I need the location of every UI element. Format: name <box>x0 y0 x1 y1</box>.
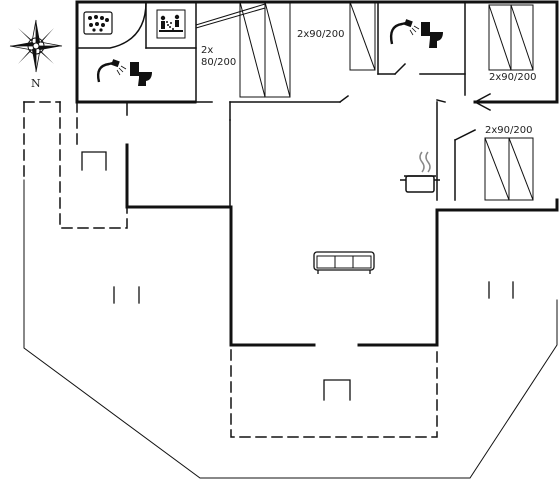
compass-north-label: N <box>31 77 41 90</box>
toilet-icon <box>421 22 443 48</box>
terrace-boundary <box>23 179 558 479</box>
exterior-walls <box>75 0 559 347</box>
bathroom-partition <box>76 1 147 49</box>
sauna-icon <box>156 9 186 39</box>
bed-bedroom-2 <box>349 1 376 71</box>
shower-icon <box>96 59 127 83</box>
bedroom-2-label: 2x90/200 <box>297 29 345 40</box>
bed-bedroom-1 <box>239 1 291 98</box>
bedroom-4-label: 2x90/200 <box>485 125 533 136</box>
sofa-icon <box>313 251 375 274</box>
bed-bedroom-4 <box>484 137 534 201</box>
shower-icon <box>389 19 420 45</box>
whirlpool-icon <box>83 11 113 35</box>
kitchen-pot-icon <box>400 151 440 193</box>
interior-walls <box>126 1 492 208</box>
toilet-icon <box>130 62 152 86</box>
bedroom-1-label-line1: 2x <box>201 45 214 56</box>
bedroom-1-label-line2: 80/200 <box>201 57 237 68</box>
steps <box>81 151 514 401</box>
bedroom-1-door <box>195 3 266 29</box>
terrace-outlines <box>23 101 438 438</box>
bed-bedroom-3 <box>488 4 534 71</box>
bedroom-3-label: 2x90/200 <box>489 72 537 83</box>
compass-rose-icon <box>9 19 63 73</box>
bedroom-1-label: 2x 80/200 <box>201 45 236 69</box>
